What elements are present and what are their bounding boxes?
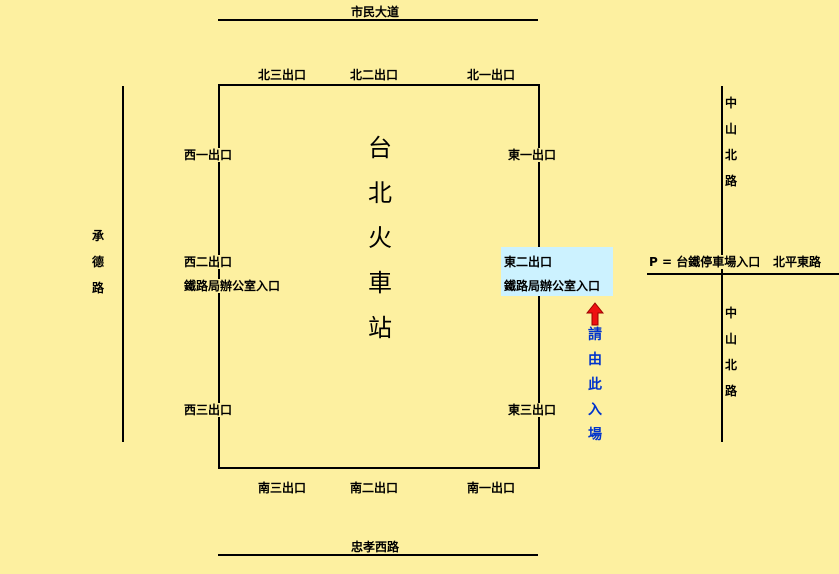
exit-south2: 南二出口 — [349, 481, 400, 495]
exit-east-office: 鐵路局辦公室入口 — [504, 279, 601, 293]
exit-north2: 北二出口 — [349, 68, 400, 82]
exit-north3: 北三出口 — [257, 68, 308, 82]
exit-south1: 南一出口 — [466, 481, 517, 495]
exit-west1: 西一出口 — [183, 148, 234, 162]
exit-east1: 東一出口 — [507, 148, 558, 162]
road-label-zhongshan-upper: 中 山 北 路 — [723, 96, 739, 200]
road-west-line — [122, 86, 124, 442]
road-north-line — [218, 19, 538, 21]
exit-west3: 西三出口 — [183, 403, 234, 417]
exit-east3: 東三出口 — [507, 403, 558, 417]
road-south-line — [218, 554, 538, 556]
road-label-zhongshan-lower: 中 山 北 路 — [723, 306, 739, 410]
exit-west-office: 鐵路局辦公室入口 — [183, 279, 282, 293]
road-label-chengde: 承 德 路 — [91, 229, 104, 295]
road-beiping-line — [647, 273, 839, 275]
station-top-wall — [218, 84, 540, 86]
station-left-wall — [218, 84, 220, 469]
exit-south3: 南三出口 — [257, 481, 308, 495]
road-label-zhongxiao: 忠孝西路 — [350, 540, 401, 554]
station-title: 台 北 火 車 站 — [368, 134, 392, 342]
east-entrance-highlight — [501, 247, 613, 296]
exit-north1: 北一出口 — [466, 68, 517, 82]
parking-label: P = 台鐵停車場入口 — [648, 255, 762, 269]
station-bottom-wall — [218, 467, 540, 469]
exit-west2: 西二出口 — [183, 255, 234, 269]
up-arrow-icon — [586, 302, 604, 326]
exit-east2: 東二出口 — [504, 255, 553, 269]
road-label-beiping: 北平東路 — [772, 255, 823, 269]
entry-note: 請 由 此 入 場 — [588, 327, 602, 443]
road-label-shimin: 市民大道 — [350, 5, 401, 19]
